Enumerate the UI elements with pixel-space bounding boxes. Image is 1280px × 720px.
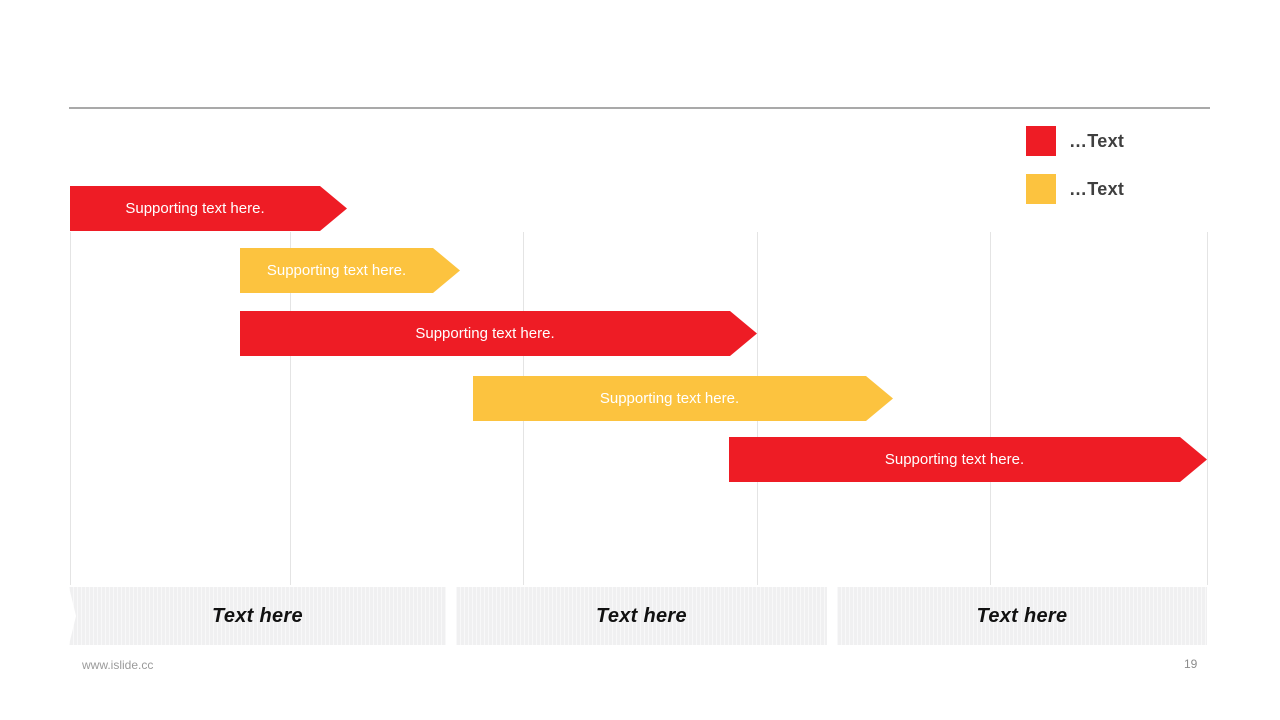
legend-label: …Text (1069, 130, 1125, 151)
gantt-bar-1: Supporting text here. (70, 186, 347, 231)
page-number: 19 (1184, 657, 1198, 671)
phase-box-1: Text here (69, 587, 446, 645)
header-divider (69, 107, 1210, 109)
gantt-bar-label: Supporting text here. (599, 390, 740, 407)
legend-item-red: …Text (1026, 126, 1206, 156)
gantt-bar-5: Supporting text here. (729, 437, 1207, 482)
gridline (1207, 232, 1208, 585)
footer-website: www.islide.cc (82, 658, 154, 672)
phase-label: Text here (212, 604, 303, 627)
legend-label: …Text (1069, 178, 1125, 199)
gantt-bar-4: Supporting text here. (473, 376, 893, 421)
phase-box-3: Text here (837, 587, 1207, 645)
gantt-bar-label: Supporting text here. (415, 325, 555, 342)
gantt-bar-label: Supporting text here. (266, 262, 407, 279)
phase-label: Text here (976, 604, 1068, 627)
phase-label: Text here (596, 604, 687, 627)
gantt-bar-2: Supporting text here. (240, 248, 460, 293)
gridline (70, 232, 71, 585)
legend-color-swatch-red (1026, 126, 1056, 156)
legend-color-swatch-yellow (1026, 174, 1056, 204)
legend-item-yellow: …Text (1026, 174, 1206, 204)
gantt-bar-label: Supporting text here. (125, 200, 265, 217)
phase-box-2: Text here (456, 587, 827, 645)
gantt-bar-label: Supporting text here. (884, 451, 1025, 468)
gridline (990, 232, 991, 585)
gridline (290, 232, 291, 585)
gantt-bar-3: Supporting text here. (240, 311, 757, 356)
legend: …Text …Text (1026, 126, 1206, 222)
